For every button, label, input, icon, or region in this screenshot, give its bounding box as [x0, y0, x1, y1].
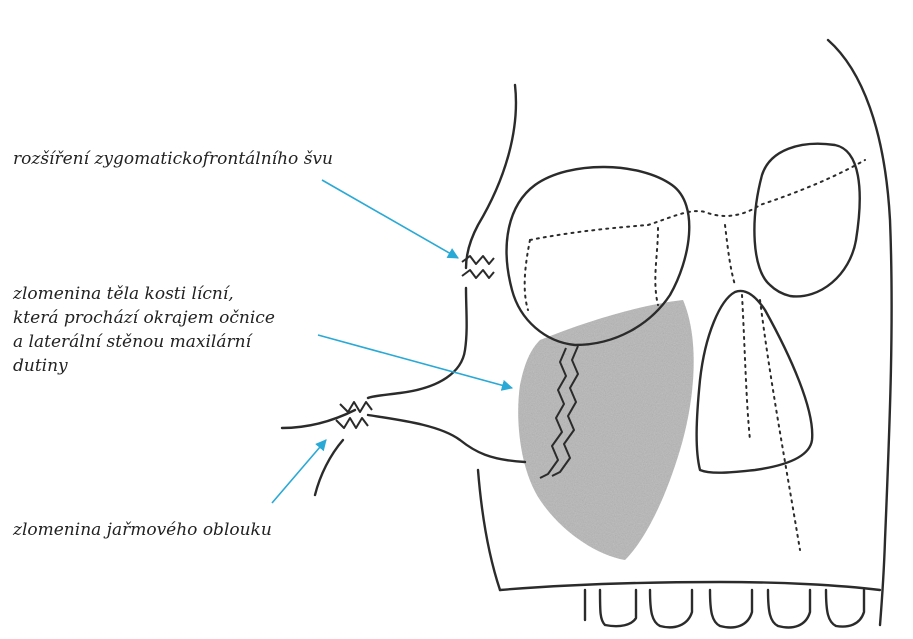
- arrow-suture: [322, 180, 458, 258]
- suture-line-orbit-vertical: [655, 228, 658, 305]
- upper-jaw-line: [500, 582, 880, 590]
- fracture-shading: [518, 300, 693, 560]
- maxilla-outline: [478, 470, 500, 590]
- label-body-line: a laterální stěnou maxilární: [13, 330, 275, 354]
- right-orbit: [754, 144, 859, 297]
- suture-line-orbit-top: [530, 160, 865, 240]
- label-body-line: která prochází okrajem očnice: [13, 306, 275, 330]
- nasal-aperture: [697, 291, 813, 473]
- teeth: [585, 590, 864, 627]
- label-body-line: dutiny: [13, 354, 275, 378]
- skull-outline-right: [828, 40, 892, 625]
- zygoma-lateral-outline: [368, 288, 467, 398]
- label-zygomatic-arch-fracture: zlomenina jařmového oblouku: [13, 518, 272, 542]
- arch-upper-line: [282, 410, 355, 428]
- suture-line-left-orbit-inner: [525, 240, 530, 310]
- label-body-line: zlomenina těla kosti lícní,: [13, 282, 275, 306]
- frontal-process-outline: [466, 85, 516, 268]
- label-zygomaticofrontal-suture: rozšíření zygomatickofrontálního švu: [13, 147, 333, 171]
- zygoma-inferior-outline: [368, 415, 525, 462]
- suture-line-nose-root: [725, 225, 735, 285]
- label-zygoma-body-fracture: zlomenina těla kosti lícní, která prochá…: [13, 282, 275, 378]
- arrow-arch: [272, 440, 326, 503]
- suture-line-nasal-left: [742, 295, 750, 440]
- arrow-body: [318, 335, 512, 388]
